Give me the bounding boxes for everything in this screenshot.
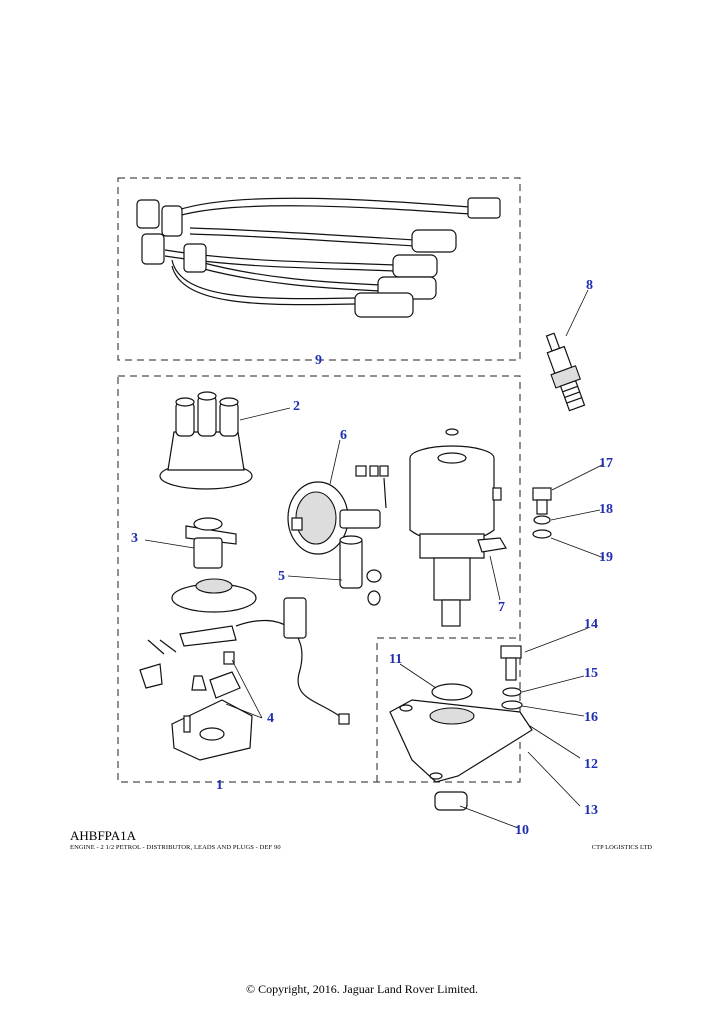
distributor-cap-illustration [159,391,253,490]
callout-2[interactable]: 2 [293,399,300,414]
dust-shield-illustration [171,578,257,613]
callout-7[interactable]: 7 [498,600,505,615]
rotor-arm-illustration [185,517,237,569]
bolt-washer-set-upper [532,487,552,539]
vacuum-unit-illustration [287,465,389,606]
leader-lines [144,289,605,829]
ignition-leads-illustration [136,197,501,318]
callout-19[interactable]: 19 [599,550,613,565]
group-box-mounting [376,637,520,782]
callout-12[interactable]: 12 [584,757,598,772]
callout-10[interactable]: 10 [515,823,529,838]
callout-17[interactable]: 17 [599,456,613,471]
callout-9[interactable]: 9 [315,353,322,368]
distributor-body-illustration [409,428,507,627]
copyright-notice: © Copyright, 2016. Jaguar Land Rover Lim… [245,982,479,996]
spark-plug-illustration [545,332,586,412]
callout-13[interactable]: 13 [584,803,598,818]
callout-3[interactable]: 3 [131,531,138,546]
callout-18[interactable]: 18 [599,502,613,517]
diagram-caption: ENGINE - 2 1/2 PETROL - DISTRIBUTOR, LEA… [70,844,281,851]
mounting-plate-illustration [389,645,533,811]
supplier-label: CTP LOGISTICS LTD [591,844,652,851]
group-box-distributor [117,375,521,783]
diagram-code: AHBFPA1A [70,828,136,843]
callout-6[interactable]: 6 [340,428,347,443]
callout-11[interactable]: 11 [389,652,403,667]
baseplate-assembly-illustration [139,597,350,761]
callout-4[interactable]: 4 [267,711,274,726]
callout-5[interactable]: 5 [278,569,285,584]
callout-1[interactable]: 1 [216,778,223,793]
callout-16[interactable]: 16 [584,710,598,725]
callout-15[interactable]: 15 [584,666,598,681]
exploded-parts-diagram [117,177,605,829]
callout-8[interactable]: 8 [586,278,593,293]
group-box-ignition-leads [117,177,521,361]
callout-14[interactable]: 14 [584,617,598,632]
